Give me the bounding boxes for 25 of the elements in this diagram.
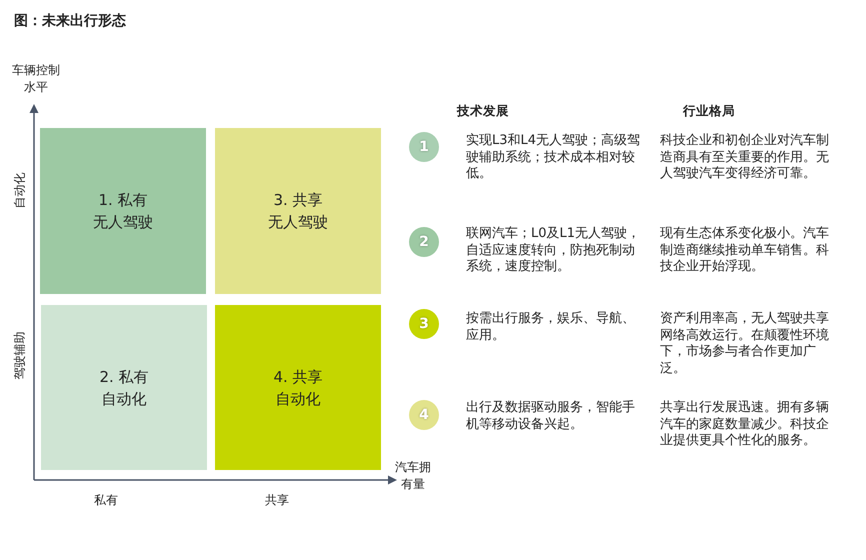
table-cell-text: 资产利用率高，无人驾驶共享网络高效运行。在颠覆性环境下，市场参与者合作更加广泛。 — [660, 311, 830, 377]
quadrant-box: 4. 共享 自动化 — [215, 305, 381, 470]
table-cell-text: 出行及数据驱动服务，智能手机等移动设备兴起。 — [466, 400, 636, 433]
axis-label: 私有 — [93, 492, 119, 509]
table-cell-text: 实现L3和L4无人驾驶；高级驾驶辅助系统；技术成本相对较低。 — [466, 133, 642, 182]
column-header: 技术发展 — [457, 103, 509, 120]
number-circle: 2 — [409, 227, 439, 257]
quadrant-box: 2. 私有 自动化 — [41, 305, 207, 470]
axis-label: 共享 — [264, 492, 290, 509]
axis-title: 汽车拥有量 — [394, 459, 432, 493]
table-cell-text: 共享出行发展迅速。拥有多辆汽车的家庭数量减少。科技企业提供更具个性化的服务。 — [660, 400, 830, 450]
column-header: 行业格局 — [683, 103, 735, 120]
table-cell-text: 现有生态体系变化极小。汽车制造商继续推动单车销售。科技企业开始浮现。 — [660, 226, 830, 276]
quadrant-box: 3. 共享 无人驾驶 — [215, 128, 381, 294]
table-cell-text: 联网汽车；L0及L1无人驾驶，自适应速度转向，防抱死制动系统，速度控制。 — [466, 226, 642, 276]
axis-label: 自动化 — [12, 172, 28, 210]
table-cell-text: 按需出行服务，娱乐、导航、应用。 — [466, 311, 636, 344]
title: 图：未来出行形态 — [14, 12, 126, 30]
number-circle: 3 — [409, 309, 439, 339]
table-cell-text: 科技企业和初创企业对汽车制造商具有至关重要的作用。无人驾驶汽车变得经济可靠。 — [660, 133, 830, 182]
quadrant-box: 1. 私有 无人驾驶 — [40, 128, 206, 294]
number-circle: 1 — [409, 132, 439, 162]
number-circle: 4 — [409, 400, 439, 430]
axis-label: 驾驶辅助 — [12, 330, 28, 382]
axis-title: 车辆控制水平 — [11, 62, 61, 96]
